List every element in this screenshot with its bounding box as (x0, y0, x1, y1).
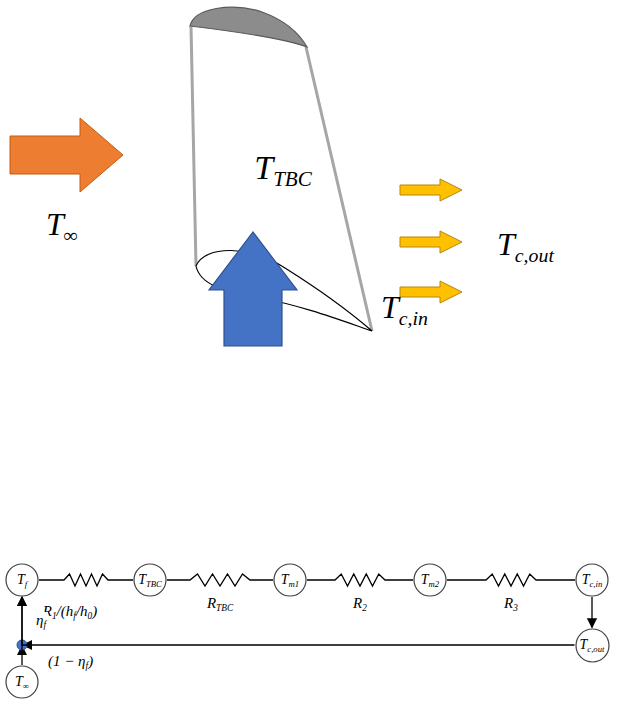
subscript: TBC (216, 603, 233, 613)
node-outline (576, 564, 608, 596)
flow-arrow (591, 597, 592, 628)
resistance-label: R2 (351, 595, 369, 612)
node-label: Tm1 (281, 573, 299, 587)
hot-gas-arrow (10, 118, 123, 192)
symbol-text: T (580, 637, 588, 652)
temperature-node: TTBC (133, 563, 167, 597)
resistor-connector (167, 574, 273, 586)
symbol-text: ) (88, 653, 93, 669)
resistor-connector (39, 574, 133, 586)
symbol-text: η (36, 612, 43, 628)
flow-arrow (22, 597, 575, 645)
node-label: T∞ (15, 675, 29, 689)
symbol-text: /(h (57, 603, 74, 619)
temperature-node: Tm1 (273, 563, 307, 597)
subscript: 0 (88, 611, 93, 621)
coolant-out-arrow (400, 281, 462, 303)
symbol-text: T (582, 572, 590, 587)
symbol-text: T (381, 289, 399, 325)
subscript: 3 (513, 603, 518, 613)
node-label: Tc,out (580, 638, 605, 652)
symbol-text: T (281, 572, 289, 587)
node-outline (6, 564, 38, 596)
node-label: Tc,in (582, 573, 603, 587)
blade-edge (191, 26, 196, 266)
subscript: ∞ (23, 681, 29, 691)
subscript: TBC (146, 579, 162, 589)
symbol-text: R (504, 595, 513, 611)
node-label: TTBC (138, 573, 162, 587)
subscript: 2 (362, 603, 367, 613)
symbol-text: T (17, 572, 25, 587)
symbol-text: T (421, 572, 429, 587)
temperature-label: T∞ (46, 207, 78, 242)
resistance-label: ηf (34, 612, 48, 629)
subscript: 1 (52, 611, 57, 621)
symbol-text: T (138, 572, 146, 587)
resistor-connector (447, 574, 575, 586)
temperature-label: Tc,out (497, 227, 554, 262)
node-label: Tm2 (421, 573, 439, 587)
coolant-in-arrow (209, 232, 297, 346)
temperature-node: Tc,in (575, 563, 609, 597)
node-outline (414, 564, 446, 596)
flow-arrow (21, 597, 22, 665)
coolant-out-arrow (400, 179, 462, 201)
node-outline (576, 629, 609, 662)
temperature-node: T∞ (5, 665, 39, 699)
coolant-out-arrow (400, 231, 462, 253)
resistance-label: RTBC (205, 595, 235, 612)
resistor-connector (307, 574, 413, 586)
subscript: TBC (273, 167, 312, 191)
symbol-text: T (497, 226, 515, 262)
node-outline (134, 564, 166, 596)
subscript: f (73, 611, 76, 621)
symbol-text: ) (92, 603, 97, 619)
subscript: f (25, 579, 27, 589)
subscript: f (86, 661, 89, 671)
temperature-node: Tf (5, 563, 39, 597)
symbol-text: T (254, 149, 273, 186)
subscript: c,out (515, 244, 554, 266)
subscript: f (43, 620, 46, 630)
temperature-node: Tc,out (575, 628, 610, 663)
subscript: c,in (590, 579, 603, 589)
subscript: m2 (429, 579, 440, 589)
blade-root-section (196, 250, 372, 331)
symbol-text: /h (76, 603, 88, 619)
subscript: m1 (289, 579, 300, 589)
resistance-label: R3 (502, 595, 520, 612)
subscript: ∞ (64, 224, 78, 246)
symbol-text: R (353, 595, 362, 611)
symbol-text: R (207, 595, 216, 611)
symbol-text: T (46, 206, 64, 242)
node-label: Tf (17, 573, 27, 587)
node-outline (6, 666, 38, 698)
temperature-label: TTBC (254, 149, 312, 186)
resistance-label: R1/(hf/h0) (41, 603, 99, 620)
node-outline (274, 564, 306, 596)
resistance-label: (1 − ηf) (46, 653, 95, 670)
blade-tip-cap (190, 7, 307, 47)
symbol-text: (1 − η (48, 653, 86, 669)
symbol-text: T (15, 674, 23, 689)
subscript: c,out (587, 644, 604, 654)
temperature-node: Tm2 (413, 563, 447, 597)
temperature-label: Tc,in (381, 290, 428, 325)
subscript: c,in (399, 307, 428, 329)
